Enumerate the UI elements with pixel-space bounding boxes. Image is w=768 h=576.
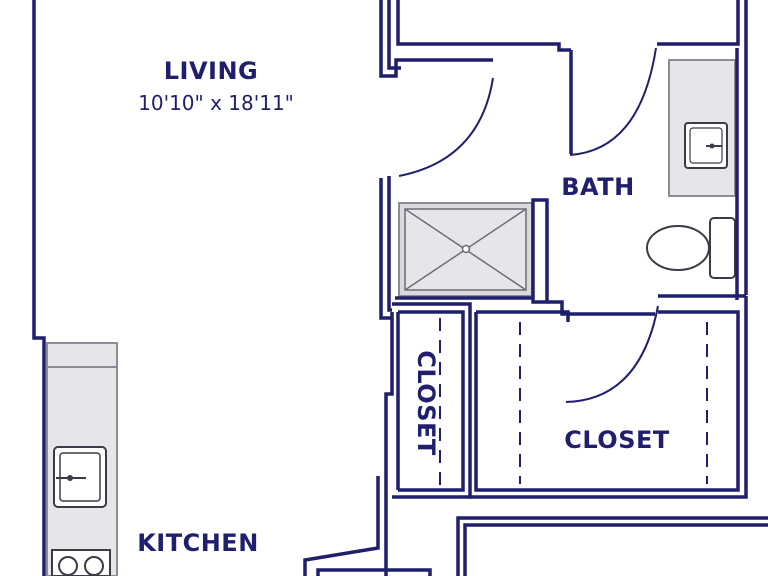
living-room-dimensions: 10'10" x 18'11": [138, 91, 294, 115]
wall-top-room: [396, 0, 571, 52]
closet-door-swing: [565, 305, 659, 403]
kitchen-label: KITCHEN: [137, 529, 259, 557]
wall-bath-left-inner: [387, 176, 392, 312]
bath-door-swing: [569, 47, 657, 156]
wall-closet-small-left: [384, 312, 394, 576]
shower-icon: [398, 202, 533, 297]
bath-entry-door-swing: [398, 77, 494, 177]
wall-bath-bottom: [547, 300, 655, 316]
counter-upper: [46, 342, 118, 368]
bath-sink-icon: [684, 122, 728, 169]
wall-closet-large-box: [474, 310, 740, 492]
stove-icon: [51, 549, 111, 576]
wall-top-room-right: [657, 0, 740, 46]
wall-upper-partition-inner: [387, 0, 401, 70]
wall-upper-partition: [379, 0, 493, 78]
wall-lower-right: [456, 516, 768, 576]
closet-rods: [439, 318, 708, 485]
wall-bath-left: [379, 178, 392, 320]
toilet-icon: [646, 217, 736, 279]
door-swings: [398, 47, 659, 403]
closet-small-label: CLOSET: [412, 350, 440, 456]
living-room-label: LIVING: [164, 57, 259, 85]
kitchen-sink-icon: [53, 446, 107, 508]
bath-label: BATH: [561, 173, 634, 201]
wall-living-left: [32, 0, 46, 576]
wall-bottom-entry: [303, 476, 380, 576]
wall-closet-small: [398, 310, 465, 492]
wall-closet-large: [476, 310, 570, 322]
wall-closet-large-outer: [470, 296, 748, 499]
wall-lower-right-inner: [463, 523, 768, 576]
wall-bottom-door: [316, 568, 432, 576]
wall-closet-small-outer: [392, 302, 472, 499]
closet-large-label: CLOSET: [564, 426, 670, 454]
walls: [32, 0, 768, 576]
